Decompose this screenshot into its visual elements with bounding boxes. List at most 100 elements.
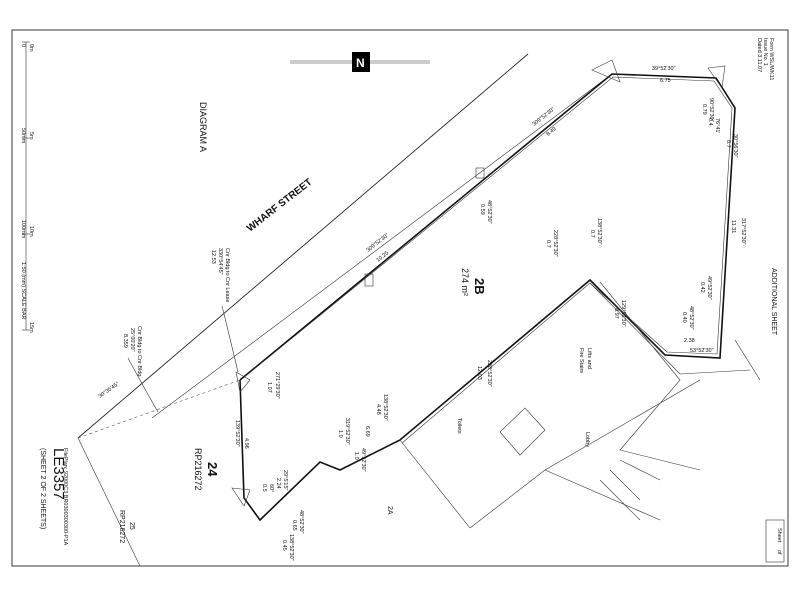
svg-text:12.53: 12.53 [210,250,216,264]
connection-annotation-1: Cnr Bldg to Cnr Lease 330°54'45" 12.53 [210,248,239,373]
svg-text:6.69: 6.69 [364,426,370,437]
svg-text:4.96: 4.96 [243,438,249,449]
svg-text:317°52'30": 317°52'30" [740,218,746,245]
room-fire-stairs: Fire Stairs [578,348,584,373]
corner-mark-west [235,371,251,393]
svg-text:48°52'30": 48°52'30" [688,306,694,330]
svg-text:138°52'30": 138°52'30" [382,394,388,421]
north-label: N [356,56,365,70]
svg-text:228°52'30": 228°52'30" [552,230,558,257]
svg-text:271°29'30": 271°29'30" [274,372,280,399]
svg-text:138°52'30": 138°52'30" [596,218,602,245]
lot-25-label: 25 [128,522,135,530]
svg-text:6.75: 6.75 [660,78,671,84]
scale-tick-0-top: 0m [28,44,34,52]
svg-text:0.40: 0.40 [681,312,687,323]
lot-2b-area: 274 m² [460,268,470,296]
svg-text:11.31: 11.31 [730,220,736,233]
svg-text:12.03: 12.03 [476,366,482,380]
sheet-box [765,519,785,563]
lot-2b-boundary [239,73,736,522]
svg-text:309°52'30": 309°52'30" [366,232,391,253]
sheet-label: Sheet [776,528,782,543]
scale-bar-label: 1:50 (mm) SCALE BAR [20,262,26,319]
svg-text:Cnr Bldg to Cnr Lease: Cnr Bldg to Cnr Lease [224,248,230,302]
building-lines [399,281,761,529]
svg-text:29°5'15": 29°5'15" [282,470,288,491]
svg-text:8.49: 8.49 [546,126,558,137]
street-name: WHARF STREET [245,177,314,235]
room-lifts: Lifts and [586,348,592,369]
svg-text:1.0: 1.0 [353,452,359,460]
scale-bar: 0m 0 5m 50mm 10m 100mm 15m 1:50 (mm) SCA… [20,41,34,333]
connection-arc [127,357,159,413]
svg-text:30°56'30": 30°56'30" [732,134,738,158]
svg-text:0.7: 0.7 [725,140,731,148]
svg-text:90°52'30": 90°52'30" [708,98,714,122]
lot-25-plan: RP216272 [118,510,125,543]
scale-tick-0-bottom: 0 [20,44,26,47]
lot-24-plan: RP216272 [193,448,203,491]
scale-tick-1-top: 5m [28,132,34,140]
lot-24-25-boundary [77,437,141,567]
corner-mark-north [591,59,621,83]
form-number: Form WSL/WK11 [768,38,774,80]
svg-text:1.07: 1.07 [266,382,272,393]
svg-text:8.359: 8.359 [122,334,128,348]
svg-text:0.7: 0.7 [589,230,595,238]
svg-text:319°52'30": 319°52'30" [344,418,350,445]
of-label: of [776,550,782,555]
svg-text:0.42: 0.42 [699,282,705,293]
svg-text:76°41': 76°41' [714,118,720,134]
road-boundary-outer [77,53,529,439]
svg-text:25°00'20": 25°00'20" [129,328,135,352]
lot-2a-label: 2A [386,506,393,515]
sheet-border [11,29,789,567]
svg-text:53°52'30": 53°52'30" [690,348,714,354]
lot-24-label: 24 [205,462,220,477]
additional-sheet-label: ADDITIONAL SHEET [770,268,777,336]
lot-2b-label: 2B [472,278,487,295]
svg-text:39°52'30": 39°52'30" [652,66,676,72]
sheet-of-sheets: (SHEET 2 OF 2 SHEETS) [39,448,46,529]
connection-line [77,379,241,439]
svg-text:1.0: 1.0 [337,430,343,438]
svg-text:60°: 60° [268,484,274,492]
corner-mark-south [231,487,251,507]
plan-number: LE3357 [50,448,67,500]
svg-text:2.24: 2.24 [275,478,281,489]
svg-text:309°52'30": 309°52'30" [532,106,557,127]
file-reference: FilePlan: 92000C3 BR0300300300-P1A [62,448,68,546]
svg-text:0.59: 0.59 [479,204,485,215]
scale-tick-2-top: 10m [28,226,34,237]
form-dated: Dated 3.11.07 [756,38,762,72]
notch-mark [475,167,485,179]
svg-text:49°52'30": 49°52'30" [360,448,366,472]
svg-text:48°52'30": 48°52'30" [486,200,492,224]
svg-text:0.45: 0.45 [281,540,287,551]
scale-tick-1-bottom: 50mm [20,128,26,144]
room-lobby: Lobby [584,432,590,447]
svg-text:139°52'30": 139°52'30" [234,420,240,447]
north-arrow: N [290,52,430,72]
svg-text:0.4: 0.4 [707,118,713,126]
svg-text:0.79: 0.79 [701,104,707,115]
scale-tick-3-top: 15m [28,322,34,333]
svg-text:49°52'30": 49°52'30" [706,276,712,300]
svg-text:4.48: 4.48 [375,404,381,415]
svg-text:228°52'30": 228°52'30" [486,360,492,387]
corner-mark-east [707,65,726,89]
svg-text:0.65: 0.65 [291,520,297,531]
svg-text:2.38: 2.38 [684,338,695,344]
svg-text:30°35'45": 30°35'45" [98,381,121,399]
svg-text:8.97: 8.97 [613,308,619,319]
svg-text:138°52'30": 138°52'30" [288,534,294,561]
svg-text:129°52'30": 129°52'30" [620,300,626,327]
connection-annotation-2: Cnr Bldg to Cnr Bldg 25°00'20" 8.359 [122,326,142,376]
room-toilets: Toilets [456,418,462,434]
svg-text:48°52'30": 48°52'30" [298,510,304,534]
form-issue: Issue No. 1 [762,38,768,66]
svg-text:Cnr Bldg to Cnr Bldg: Cnr Bldg to Cnr Bldg [136,326,142,376]
